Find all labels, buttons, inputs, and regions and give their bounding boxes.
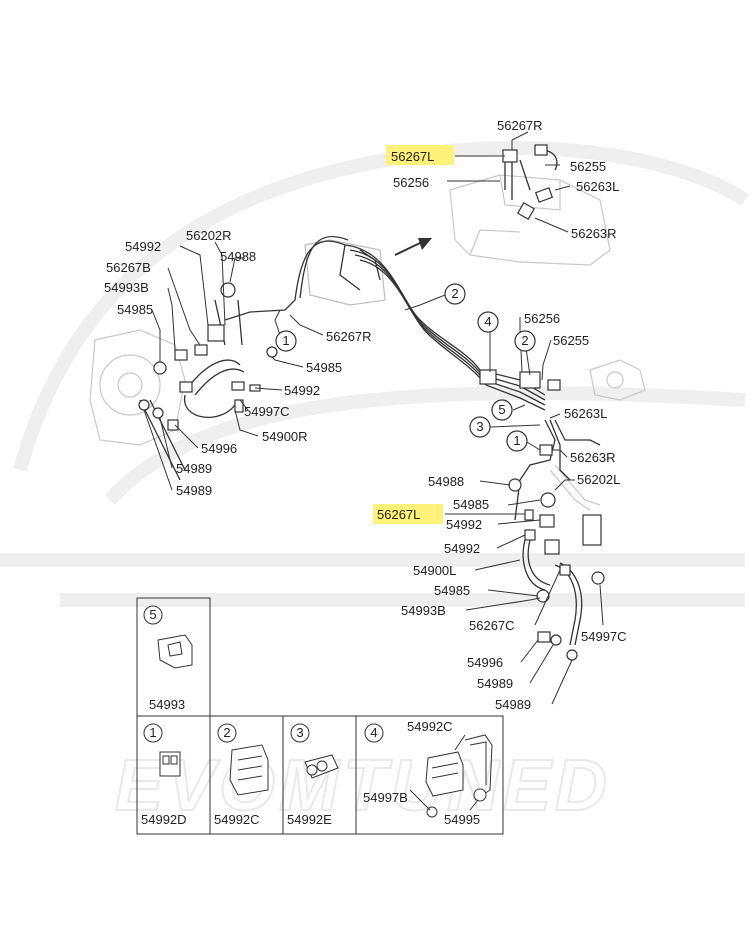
highlight-56267L-mid (373, 504, 443, 524)
label-56256-top: 56256 (393, 175, 429, 190)
part-labels: 56267R 56267L 56255 56256 56263L 56263R … (104, 118, 627, 712)
label-54989-c: 54989 (477, 676, 513, 691)
direction-arrow (394, 238, 432, 256)
inset-4-part-a: 54992C (407, 719, 453, 734)
label-54989-a: 54989 (176, 461, 212, 476)
inset-box-5: 5 54993 (143, 605, 193, 712)
callout-3a: 3 (476, 419, 483, 434)
label-54988-b: 54988 (428, 474, 464, 489)
inset-4-part-b: 54997B (363, 790, 408, 805)
inset-5-number: 5 (149, 607, 156, 622)
callout-circles (275, 283, 536, 452)
label-56263L-top: 56263L (576, 179, 619, 194)
label-54989-b: 54989 (176, 483, 212, 498)
highlight-56267L-top (386, 145, 454, 165)
label-56202R: 56202R (186, 228, 232, 243)
label-54988-a: 54988 (220, 249, 256, 264)
inset-box-1: 1 54992D (141, 723, 187, 827)
watermark-logo: EVOMTUNED (115, 746, 611, 826)
watermark-car-outline (0, 141, 749, 607)
label-56267L-top: 56267L (391, 149, 434, 164)
label-56267R-mid: 56267R (326, 329, 372, 344)
label-54992-d: 54992 (444, 541, 480, 556)
inset-4-part-c: 54995 (444, 812, 480, 827)
label-54985-d: 54985 (434, 583, 470, 598)
label-54996-b: 54996 (467, 655, 503, 670)
inset-1-part: 54992D (141, 812, 187, 827)
abs-bracket-ghost (304, 239, 386, 306)
inset-box-4: 4 54992C 54997B 54995 (363, 719, 493, 827)
label-56263L-mid: 56263L (564, 406, 607, 421)
label-56267B: 56267B (106, 260, 151, 275)
label-54900R: 54900R (262, 429, 308, 444)
callout-5a: 5 (498, 402, 505, 417)
inset-2-number: 2 (223, 725, 230, 740)
inset-4-number: 4 (370, 725, 377, 740)
leader-lines (143, 131, 604, 705)
fittings (138, 144, 605, 661)
callout-2a: 2 (451, 286, 458, 301)
label-54989-d: 54989 (495, 697, 531, 712)
label-54992-c: 54992 (446, 517, 482, 532)
label-54996-a: 54996 (201, 441, 237, 456)
label-56255-top: 56255 (570, 159, 606, 174)
label-54992-b: 54992 (284, 383, 320, 398)
label-56255-mid: 56255 (553, 333, 589, 348)
inset-1-number: 1 (149, 725, 156, 740)
label-54993B-b: 54993B (401, 603, 446, 618)
callout-1b: 1 (513, 433, 520, 448)
inset-panel (136, 597, 504, 835)
inset-3-number: 3 (296, 725, 303, 740)
label-54997C-a: 54997C (244, 404, 290, 419)
label-54985-a: 54985 (117, 302, 153, 317)
inset-2-part: 54992C (214, 812, 260, 827)
label-56263R-top: 56263R (571, 226, 617, 241)
label-54985-b: 54985 (306, 360, 342, 375)
inset-3-part: 54992E (287, 812, 332, 827)
label-54997C-b: 54997C (581, 629, 627, 644)
label-54992-a: 54992 (125, 239, 161, 254)
label-56263R-mid: 56263R (570, 450, 616, 465)
label-56202L: 56202L (577, 472, 620, 487)
label-56267R-top: 56267R (497, 118, 543, 133)
inset-box-2: 2 54992C (214, 723, 269, 827)
abs-right-ghost (549, 359, 646, 511)
callout-2b: 2 (521, 333, 528, 348)
label-54985-c: 54985 (453, 497, 489, 512)
label-54900L: 54900L (413, 563, 456, 578)
label-56267C: 56267C (469, 618, 515, 633)
label-56267L-mid: 56267L (377, 507, 420, 522)
brake-line-harness (139, 149, 601, 646)
inset-5-part: 54993 (149, 697, 185, 712)
label-54993B-a: 54993B (104, 280, 149, 295)
callout-1a: 1 (282, 333, 289, 348)
callout-numbers: 1 2 4 2 5 3 1 (282, 286, 528, 448)
callout-4a: 4 (484, 314, 491, 329)
inset-box-3: 3 54992E (287, 723, 339, 827)
label-56256-mid: 56256 (524, 311, 560, 326)
